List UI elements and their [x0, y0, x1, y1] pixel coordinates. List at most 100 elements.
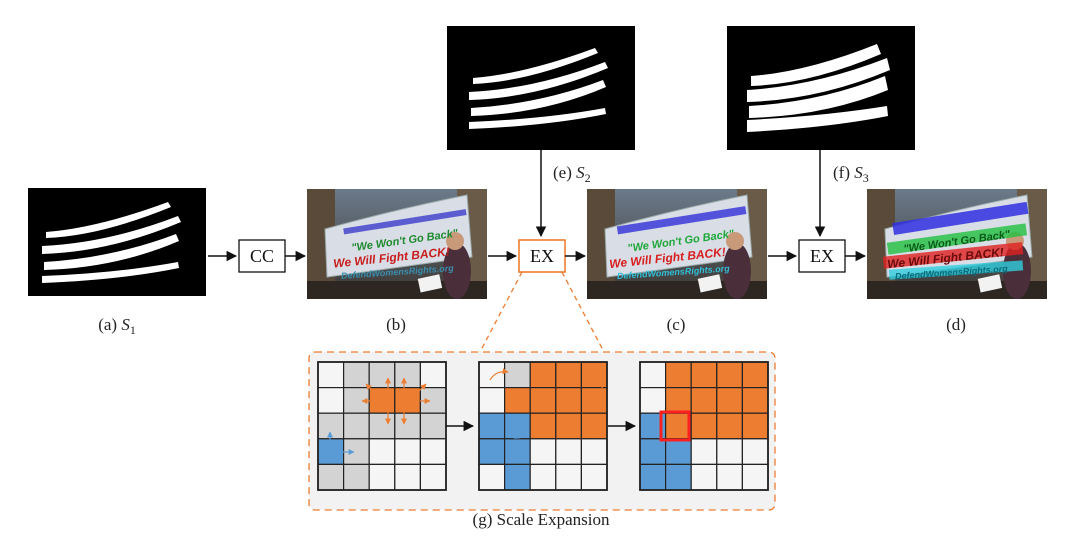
g1-cell-0-3	[394, 361, 421, 389]
ex1-label: EX	[530, 246, 554, 266]
g3-cell-2-4	[741, 412, 769, 440]
photo-d: "We Won't Go Back" We Will Fight BACK! D…	[866, 188, 1048, 300]
grid1-orange-arrows	[361, 377, 431, 425]
g3-cell-1-3	[716, 387, 743, 414]
ex2-box	[798, 239, 846, 273]
g1-cell-0-4	[419, 361, 447, 389]
g3-cell-4-3	[716, 463, 743, 491]
g2-cell-2-4	[580, 412, 608, 440]
g1-cell-4-2	[368, 463, 396, 491]
g1-cell-3-2	[368, 438, 396, 465]
g3-border	[639, 361, 769, 491]
mask-s3-image	[727, 26, 915, 150]
g2-cell-0-0	[478, 361, 506, 389]
g2-cell-0-4	[580, 361, 608, 389]
g3-cell-0-2	[690, 361, 718, 389]
mask-s2-image	[447, 26, 635, 150]
g3-cell-2-3	[716, 412, 743, 440]
caption-b: (b)	[386, 315, 406, 334]
g3-cell-0-1	[664, 361, 692, 389]
g1-cell-4-4	[419, 463, 447, 491]
g2-cell-0-3	[555, 361, 582, 389]
g2-cell-3-4	[580, 438, 608, 465]
g1-cell-0-0	[317, 361, 345, 389]
caption-a: (a) S1	[98, 315, 136, 337]
g1-cell-2-3	[394, 412, 421, 440]
g2-cell-2-3	[555, 412, 582, 440]
g2-cell-3-0	[478, 438, 506, 465]
g1-cell-3-3	[394, 438, 421, 465]
photo-c: "We Won't Go Back" We Will Fight BACK! D…	[586, 188, 768, 300]
g1-cell-1-3	[394, 387, 421, 414]
grid2-arrows	[489, 368, 606, 439]
g3-cell-1-1	[664, 387, 692, 414]
g3-cell-4-1	[664, 463, 692, 491]
g2-cell-1-0	[478, 387, 506, 414]
caption-e: (e) S2	[553, 163, 591, 185]
grid-step-2	[478, 361, 608, 491]
g3-cell-0-3	[716, 361, 743, 389]
zoom-line-right	[561, 271, 605, 353]
ex2-label: EX	[810, 246, 834, 266]
g2-cell-3-3	[555, 438, 582, 465]
g1-cell-3-4	[419, 438, 447, 465]
g1-cell-2-2	[368, 412, 396, 440]
g2-cell-0-2	[529, 361, 557, 389]
grid3-highlight-cell	[659, 410, 691, 442]
caption-c: (c)	[667, 315, 686, 334]
g3-cell-0-0	[639, 361, 667, 389]
g2-cell-2-1	[504, 412, 531, 440]
grid-step-3	[639, 361, 769, 491]
g2-cell-1-2	[529, 387, 557, 414]
g2-cell-4-0	[478, 463, 506, 491]
g2-cell-4-4	[580, 463, 608, 491]
g2-cell-2-2	[529, 412, 557, 440]
g3-cell-1-4	[741, 387, 769, 414]
g2-cell-4-3	[555, 463, 582, 491]
g2-cell-4-1	[504, 463, 531, 491]
g3-cell-3-1	[664, 438, 692, 465]
cc-box	[238, 239, 286, 273]
zoom-line-left	[479, 271, 523, 353]
g2-cell-2-0	[478, 412, 506, 440]
ex1-box	[518, 239, 566, 273]
g2-cell-3-1	[504, 438, 531, 465]
g2-cell-1-3	[555, 387, 582, 414]
g1-cell-0-2	[368, 361, 396, 389]
g3-cell-1-2	[690, 387, 718, 414]
caption-f: (f) S3	[833, 163, 869, 185]
g2-cell-1-4	[580, 387, 608, 414]
g3-cell-2-2	[690, 412, 718, 440]
g1-cell-3-0	[317, 438, 345, 465]
g3-cell-4-0	[639, 463, 667, 491]
caption-g: (g) Scale Expansion	[473, 510, 610, 529]
g2-border	[478, 361, 608, 491]
g3-cell-3-2	[690, 438, 718, 465]
g3-cell-4-2	[690, 463, 718, 491]
g1-cell-2-1	[343, 412, 370, 440]
g3-cell-3-0	[639, 438, 667, 465]
photo-b: "We Won't Go Back" We Will Fight BACK! D…	[306, 188, 488, 300]
g1-cell-2-0	[317, 412, 345, 440]
g2-cell-1-1	[504, 387, 531, 414]
g1-cell-4-3	[394, 463, 421, 491]
grid-step-1	[317, 361, 447, 491]
g3-cell-1-0	[639, 387, 667, 414]
g3-cell-4-4	[741, 463, 769, 491]
cc-label: CC	[250, 246, 274, 266]
mask-s1-image	[28, 188, 206, 296]
g3-cell-3-3	[716, 438, 743, 465]
g2-cell-4-2	[529, 463, 557, 491]
g3-cell-3-4	[741, 438, 769, 465]
g2-cell-3-2	[529, 438, 557, 465]
g1-cell-4-0	[317, 463, 345, 491]
g1-cell-1-0	[317, 387, 345, 414]
caption-d: (d)	[946, 315, 966, 334]
g1-cell-2-4	[419, 412, 447, 440]
g1-cell-0-1	[343, 361, 370, 389]
g3-cell-0-4	[741, 361, 769, 389]
g1-cell-4-1	[343, 463, 370, 491]
g3-cell-2-1	[664, 412, 692, 440]
g2-cell-0-1	[504, 361, 531, 389]
